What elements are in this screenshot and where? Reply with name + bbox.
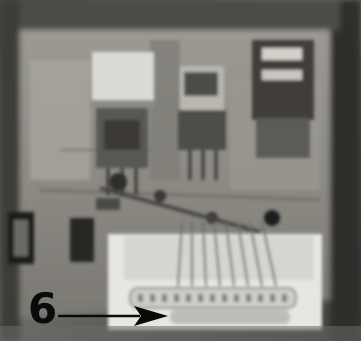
callout-arrow xyxy=(58,306,168,326)
regulator-middle xyxy=(178,66,226,180)
left-connectors xyxy=(8,212,94,264)
db-connector-block xyxy=(108,221,322,330)
callout-number-label: 6 xyxy=(28,284,58,333)
component-white-top-left xyxy=(92,52,154,108)
component-cluster xyxy=(96,173,280,234)
regulator-left xyxy=(96,108,148,195)
bottom-edge xyxy=(0,326,361,341)
component-top-right xyxy=(252,40,314,158)
